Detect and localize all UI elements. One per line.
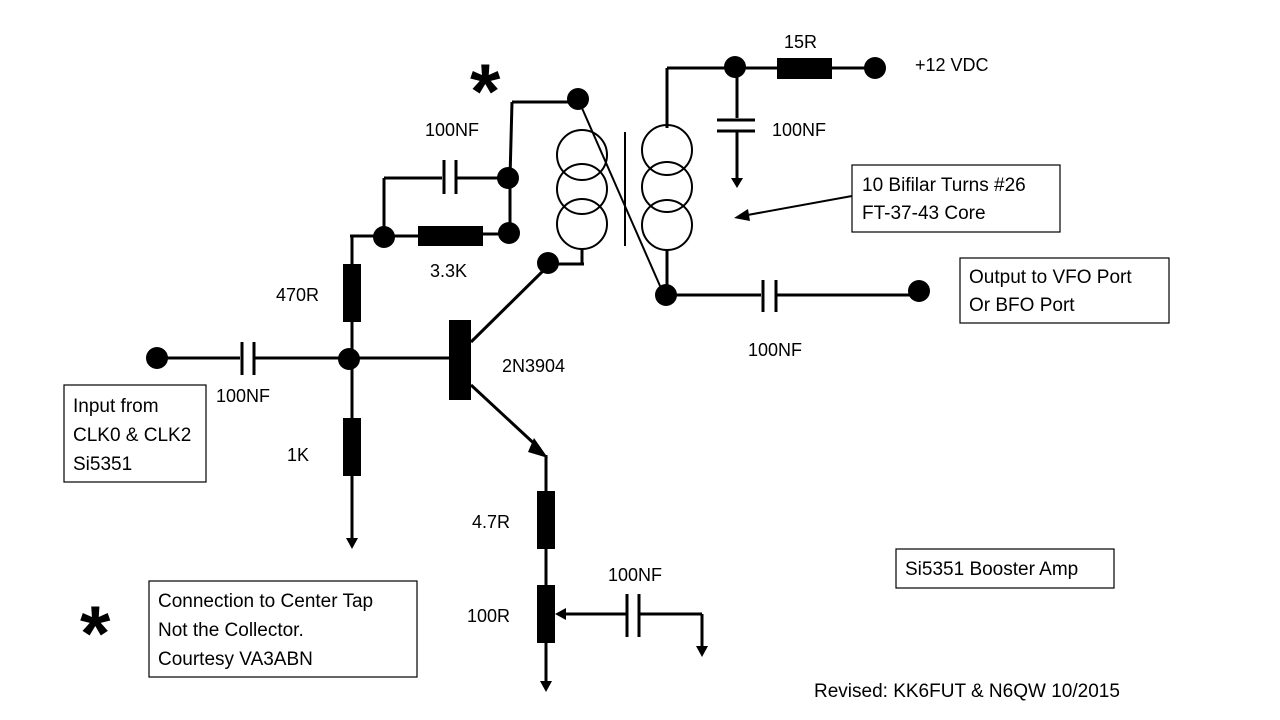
ground-arrow-bias [346, 538, 358, 549]
input-note-line1: Input from [73, 396, 159, 417]
label-r-emitter-pot: 100R [467, 606, 510, 626]
transformer-note-frame [851, 164, 1061, 233]
footnote-marker: * [80, 589, 111, 677]
label-transistor: 2N3904 [502, 356, 565, 376]
label-15r: 15R [784, 32, 817, 52]
output-section: 100NF [655, 280, 930, 360]
label-supply: +12 VDC [915, 55, 989, 75]
transformer-note-line2: FT-37-43 Core [862, 203, 986, 224]
coil-left-3 [556, 198, 608, 250]
transformer-note-line1: 10 Bifilar Turns #26 [862, 175, 1026, 196]
node-feedback-cap [497, 167, 519, 189]
diagram-title: Si5351 Booster Amp [905, 559, 1078, 580]
revision-note: Revised: KK6FUT & N6QW 10/2015 [814, 681, 1120, 702]
node-feedback-res [498, 222, 520, 244]
label-c-bypass: 100NF [772, 120, 826, 140]
ground-arrow-bypass [731, 178, 743, 188]
terminal-12vdc [864, 57, 886, 79]
coil-left-2 [556, 163, 608, 215]
coil-right-1 [641, 124, 693, 176]
ground-arrow-emitter [540, 681, 552, 692]
footnote-line3: Courtesy VA3ABN [158, 649, 313, 670]
transistor-base-bar [449, 320, 471, 400]
label-r-feedback: 3.3K [430, 261, 467, 281]
label-r-bias-top: 470R [276, 285, 319, 305]
transistor-emitter [469, 383, 542, 451]
emitter-arrow [528, 438, 548, 458]
transformer-note-arrow [734, 209, 750, 221]
label-c-input: 100NF [216, 386, 270, 406]
transformer-note-pointer [741, 195, 853, 217]
center-tap-marker: * [470, 47, 501, 135]
footnote-frame [148, 580, 418, 678]
transistor-collector [469, 264, 550, 344]
input-note-line3: Si5351 [73, 454, 132, 475]
footnote-line1: Connection to Center Tap [158, 591, 373, 612]
input-note-line2: CLK0 & CLK2 [73, 425, 191, 446]
input-section: 100NF [146, 342, 450, 406]
supply-section: 15R +12 VDC 100NF [667, 32, 989, 188]
resistor-4-7r [537, 491, 555, 549]
title-box: Si5351 Booster Amp [895, 548, 1115, 589]
footnote-line2: Not the Collector. [158, 620, 304, 641]
footnote-box: * Connection to Center Tap Not the Colle… [80, 580, 418, 678]
output-note-line1: Output to VFO Port [969, 267, 1132, 288]
feedback-network: * 100NF 3.3K [350, 47, 589, 281]
input-note-frame [63, 384, 207, 483]
resistor-1k [343, 418, 361, 476]
label-c-output: 100NF [748, 340, 802, 360]
coil-right-3 [641, 199, 693, 251]
node-bias-top [373, 226, 395, 248]
label-c-feedback: 100NF [425, 120, 479, 140]
emitter-network: 4.7R 100R 100NF [467, 455, 708, 692]
label-c-emitter: 100NF [608, 565, 662, 585]
transformer [548, 68, 693, 296]
node-supply-bypass [724, 56, 746, 78]
node-collector [537, 252, 559, 274]
coil-right-2 [641, 161, 693, 213]
output-note-box: Output to VFO Port Or BFO Port [959, 257, 1170, 324]
pot-wiper-arrow [555, 608, 566, 620]
resistor-100r [537, 585, 555, 643]
resistor-470r [343, 264, 361, 322]
coil-left-1 [556, 129, 608, 181]
transformer-note-box: 10 Bifilar Turns #26 FT-37-43 Core [734, 164, 1061, 233]
label-r-bias-bottom: 1K [287, 445, 309, 465]
node-center-tap [567, 88, 589, 110]
output-note-line2: Or BFO Port [969, 295, 1075, 316]
output-note-frame [959, 257, 1170, 324]
ground-arrow-emitter-cap [696, 646, 708, 657]
title-frame [895, 548, 1115, 589]
terminal-output [908, 280, 930, 302]
resistor-15r [777, 58, 832, 79]
transistor-2n3904: 2N3904 [449, 252, 565, 458]
resistor-3-3k [418, 226, 483, 246]
label-r-emitter: 4.7R [472, 512, 510, 532]
bias-network: 470R 1K [276, 236, 361, 549]
input-note-box: Input from CLK0 & CLK2 Si5351 [63, 384, 207, 483]
wire-center-tap-cross [577, 98, 665, 296]
wire-center-tap-down [508, 101, 514, 179]
